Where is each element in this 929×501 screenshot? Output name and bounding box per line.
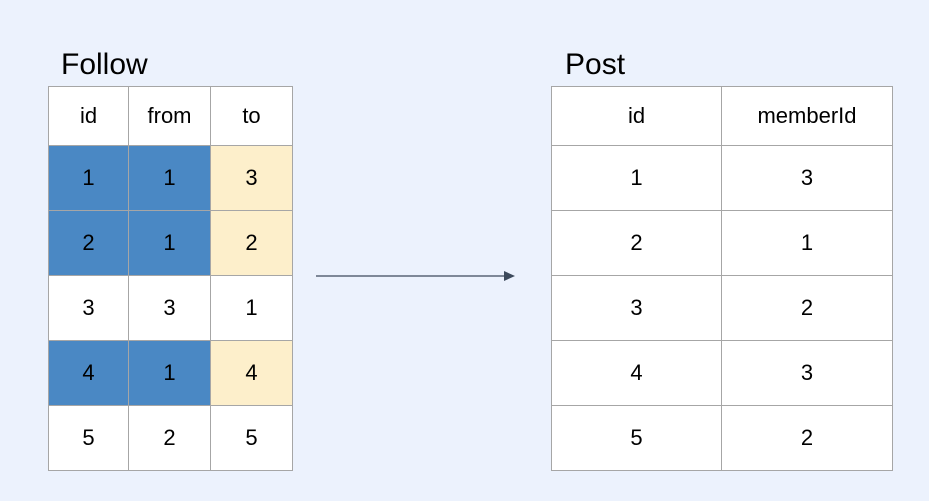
follow-cell-to: 4: [210, 340, 293, 406]
post-cell-id: 1: [551, 145, 722, 211]
post-header-row: id memberId: [551, 86, 893, 146]
follow-cell-to: 1: [210, 275, 293, 341]
follow-row: 5 2 5: [48, 405, 293, 471]
post-row: 4 3: [551, 340, 893, 406]
post-cell-id: 5: [551, 405, 722, 471]
right-arrow-icon: [316, 271, 515, 281]
follow-header-id: id: [48, 86, 129, 146]
follow-cell-from: 1: [128, 210, 211, 276]
follow-header-to: to: [210, 86, 293, 146]
post-cell-member-id: 1: [721, 210, 893, 276]
post-row: 5 2: [551, 405, 893, 471]
follow-row: 1 1 3: [48, 145, 293, 211]
follow-cell-to: 5: [210, 405, 293, 471]
post-cell-id: 2: [551, 210, 722, 276]
follow-row: 2 1 2: [48, 210, 293, 276]
post-row: 2 1: [551, 210, 893, 276]
post-cell-member-id: 3: [721, 340, 893, 406]
follow-cell-id: 4: [48, 340, 129, 406]
post-cell-member-id: 2: [721, 275, 893, 341]
follow-cell-from: 1: [128, 145, 211, 211]
post-header-id: id: [551, 86, 722, 146]
follow-cell-id: 3: [48, 275, 129, 341]
follow-row: 4 1 4: [48, 340, 293, 406]
follow-cell-from: 3: [128, 275, 211, 341]
post-table: id memberId 1 3 2 1 3 2 4 3 5 2: [551, 86, 893, 471]
follow-cell-to: 3: [210, 145, 293, 211]
post-row: 1 3: [551, 145, 893, 211]
follow-cell-to: 2: [210, 210, 293, 276]
post-cell-id: 3: [551, 275, 722, 341]
follow-row: 3 3 1: [48, 275, 293, 341]
follow-cell-from: 2: [128, 405, 211, 471]
follow-cell-id: 2: [48, 210, 129, 276]
post-cell-member-id: 3: [721, 145, 893, 211]
follow-cell-from: 1: [128, 340, 211, 406]
follow-header-row: id from to: [48, 86, 293, 146]
follow-table-title: Follow: [61, 48, 148, 81]
post-row: 3 2: [551, 275, 893, 341]
post-cell-member-id: 2: [721, 405, 893, 471]
follow-cell-id: 5: [48, 405, 129, 471]
follow-table: id from to 1 1 3 2 1 2 3 3 1 4 1 4 5 2 5: [48, 86, 293, 471]
follow-header-from: from: [128, 86, 211, 146]
post-table-title: Post: [565, 48, 626, 81]
post-header-member-id: memberId: [721, 86, 893, 146]
follow-cell-id: 1: [48, 145, 129, 211]
post-cell-id: 4: [551, 340, 722, 406]
